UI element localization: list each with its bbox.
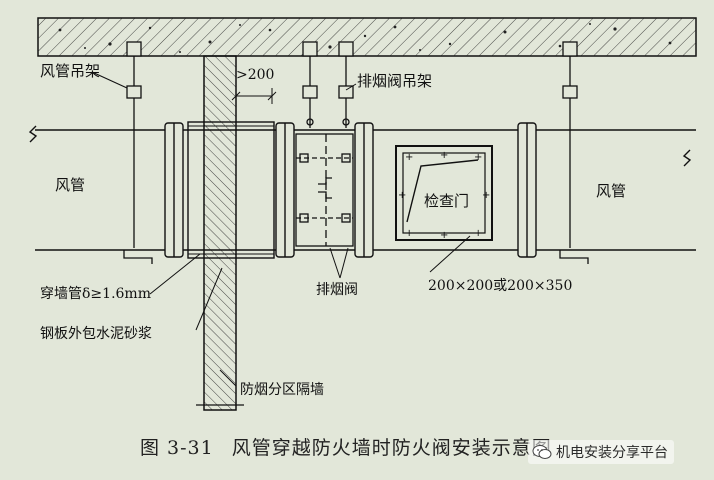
inspection-door: + + + + + + + + bbox=[395, 145, 493, 241]
caption-title: 风管穿越防火墙时防火阀安装示意图 bbox=[231, 437, 552, 459]
duct-hanger-left bbox=[123, 41, 153, 264]
watermark-text: 机电安装分享平台 bbox=[556, 445, 668, 461]
watermark: 机电安装分享平台 bbox=[528, 440, 674, 464]
label-inspection-door: 检查门 bbox=[424, 192, 469, 210]
svg-text:+: + bbox=[440, 230, 448, 241]
label-smoke-valve: 排烟阀 bbox=[316, 282, 358, 298]
svg-text:+: + bbox=[405, 152, 413, 163]
figure-caption: 图 3-31 风管穿越防火墙时防火阀安装示意图 bbox=[140, 433, 660, 460]
fire-damper-installation-diagram: + + + + + + + + bbox=[28, 17, 697, 411]
leader-lines bbox=[91, 71, 471, 387]
label-duct-right: 风管 bbox=[596, 182, 626, 200]
svg-text:+: + bbox=[474, 228, 482, 239]
svg-text:+: + bbox=[482, 190, 490, 201]
duct-hanger-right bbox=[559, 41, 589, 264]
svg-text:+: + bbox=[398, 190, 406, 201]
label-partition-wall: 防烟分区隔墙 bbox=[240, 382, 324, 398]
wechat-icon bbox=[532, 445, 552, 459]
caption-number: 图 3-31 bbox=[140, 437, 214, 459]
clearance-dimension bbox=[231, 88, 277, 104]
label-steel-mortar: 钢板外包水泥砂浆 bbox=[40, 326, 152, 342]
label-clearance: >200 bbox=[236, 67, 274, 83]
smoke-valve-hanger-1 bbox=[302, 41, 318, 128]
svg-text:+: + bbox=[405, 228, 413, 239]
wall-sleeve bbox=[187, 121, 275, 259]
svg-text:+: + bbox=[440, 150, 448, 161]
label-duct-hanger: 风管吊架 bbox=[40, 62, 100, 80]
label-duct-left: 风管 bbox=[55, 176, 85, 194]
smoke-valve-hanger-2 bbox=[338, 41, 354, 128]
smoke-valve-body bbox=[295, 133, 354, 247]
label-door-size: 200×200或200×350 bbox=[428, 278, 572, 294]
svg-text:+: + bbox=[474, 152, 482, 163]
partition-wall bbox=[196, 55, 244, 411]
label-smoke-valve-hanger: 排烟阀吊架 bbox=[357, 72, 432, 90]
ceiling-slab bbox=[37, 17, 697, 57]
label-wall-sleeve: 穿墙管δ≥1.6mm bbox=[40, 286, 151, 302]
duct-flanges bbox=[164, 122, 537, 258]
